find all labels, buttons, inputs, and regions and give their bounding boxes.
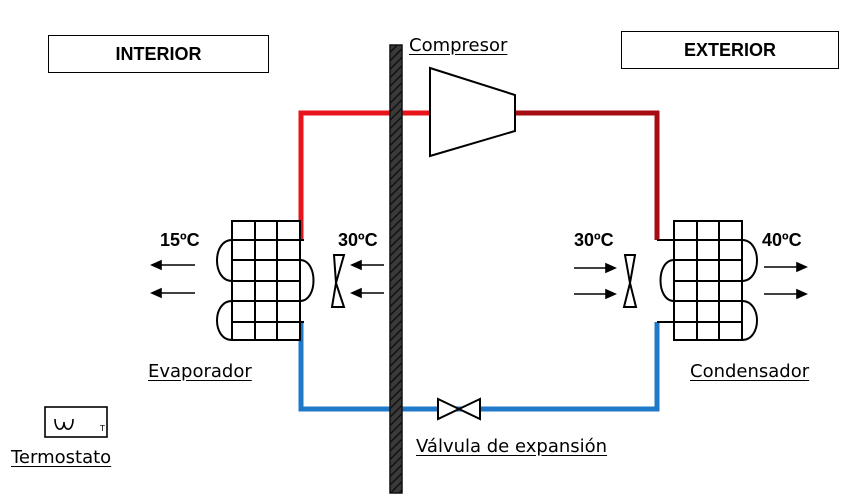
suction-line [298,110,430,240]
outdoor-inlet-temp: 30ºC [574,230,614,250]
expansion-valve-label: Válvula de expansión [416,436,608,457]
evaporator-coil [216,220,315,341]
liquid-line [298,322,660,412]
exterior-label-box: EXTERIOR [621,31,839,69]
compressor-label: Compresor [409,35,508,56]
outdoor-fan-icon [622,254,638,308]
outdoor-outlet-temp: 40ºC [762,230,802,250]
airflow-arrows [150,259,808,300]
indoor-inlet-temp: 30ºC [338,230,378,250]
indoor-fan-icon [330,254,346,308]
evaporator-label: Evaporador [148,361,252,382]
condenser-coil [657,220,758,341]
thermostat-icon [44,406,108,438]
condenser-label: Condensador [690,361,810,382]
interior-label-box: INTERIOR [48,35,269,73]
discharge-line [515,110,660,240]
thermostat-mark: T [100,424,105,433]
expansion-valve-symbol [437,397,481,421]
wall-separator [389,44,403,494]
compressor-symbol [429,66,516,158]
indoor-outlet-temp: 15ºC [160,230,200,250]
thermostat-label: Termostato [11,447,112,468]
